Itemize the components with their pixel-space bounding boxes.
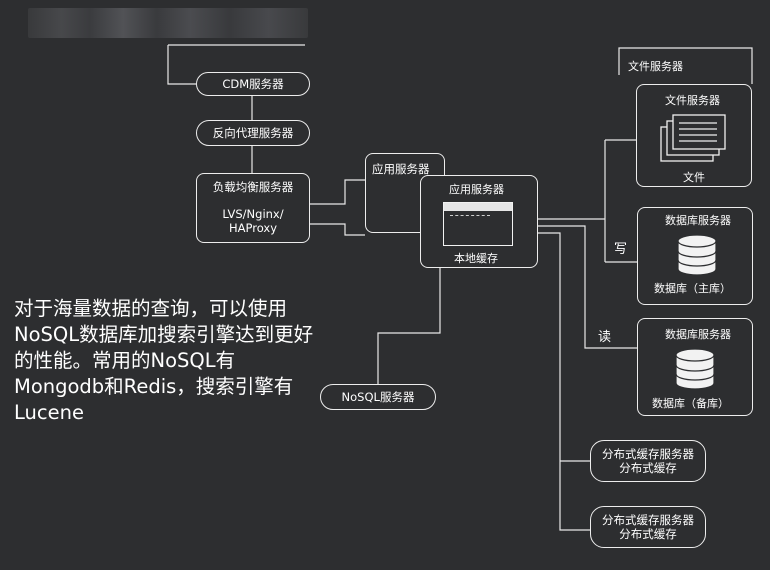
cdn-server-node: CDM服务器 <box>196 72 310 96</box>
write-edge-label: 写 <box>614 242 628 257</box>
dist-cache-2-line2: 分布式缓存 <box>619 527 677 541</box>
connector-app-cache <box>538 232 590 531</box>
blurred-header <box>28 8 308 38</box>
db-master-group-label: 数据库服务器 <box>665 214 731 227</box>
dist-cache-1-line1: 分布式缓存服务器 <box>602 446 694 461</box>
local-cache-label: 本地缓存 <box>454 252 498 265</box>
db-slave-label: 数据库（备库） <box>652 397 729 410</box>
dist-cache-1-node: 分布式缓存服务器 分布式缓存 <box>590 440 706 482</box>
dist-cache-1-line2: 分布式缓存 <box>619 461 677 475</box>
read-edge-label: 读 <box>598 330 612 345</box>
reverse-proxy-node: 反向代理服务器 <box>196 120 310 146</box>
reverse-proxy-label: 反向代理服务器 <box>212 125 294 140</box>
nosql-server-label: NoSQL服务器 <box>341 389 415 404</box>
database-master-icon <box>677 234 717 276</box>
dist-cache-2-line1: 分布式缓存服务器 <box>602 512 694 527</box>
app-server-front-node: 应用服务器 本地缓存 <box>420 175 538 268</box>
db-slave-node: 数据库服务器 数据库（备库） <box>637 318 753 416</box>
file-server-outer-bracket <box>618 47 753 84</box>
app-server-front-label: 应用服务器 <box>449 183 504 196</box>
file-server-outer-label: 文件服务器 <box>628 60 683 73</box>
load-balancer-line1: LVS/Nginx/ <box>222 206 284 221</box>
connector-lb-app2 <box>310 223 365 236</box>
load-balancer-node: 负载均衡服务器 LVS/Nginx/ HAProxy <box>196 173 310 243</box>
file-label: 文件 <box>683 171 705 184</box>
connector-lb-app1 <box>310 179 365 205</box>
file-server-inner-node: 文件服务器 文件 <box>636 84 752 187</box>
connector-top-cdn <box>167 45 196 85</box>
nosql-server-node: NoSQL服务器 <box>320 384 436 410</box>
load-balancer-line2: HAProxy <box>228 221 278 236</box>
db-slave-group-label: 数据库服务器 <box>665 328 731 341</box>
app-window-icon <box>443 202 513 246</box>
connector-app-read <box>538 225 637 349</box>
app-server-back-label: 应用服务器 <box>372 162 430 176</box>
file-stack-icon <box>660 114 726 162</box>
connector-app-nosql <box>377 258 441 384</box>
db-master-label: 数据库（主库） <box>654 282 731 295</box>
db-master-node: 数据库服务器 数据库（主库） <box>637 207 753 305</box>
load-balancer-title: 负载均衡服务器 <box>212 180 294 195</box>
caption-text: 对于海量数据的查询，可以使用NoSQL数据库加搜索引擎达到更好的性能。常用的No… <box>14 297 314 424</box>
database-slave-icon <box>675 348 715 390</box>
dist-cache-2-node: 分布式缓存服务器 分布式缓存 <box>590 506 706 548</box>
cdn-server-label: CDM服务器 <box>222 76 284 91</box>
file-server-inner-label: 文件服务器 <box>665 94 720 107</box>
